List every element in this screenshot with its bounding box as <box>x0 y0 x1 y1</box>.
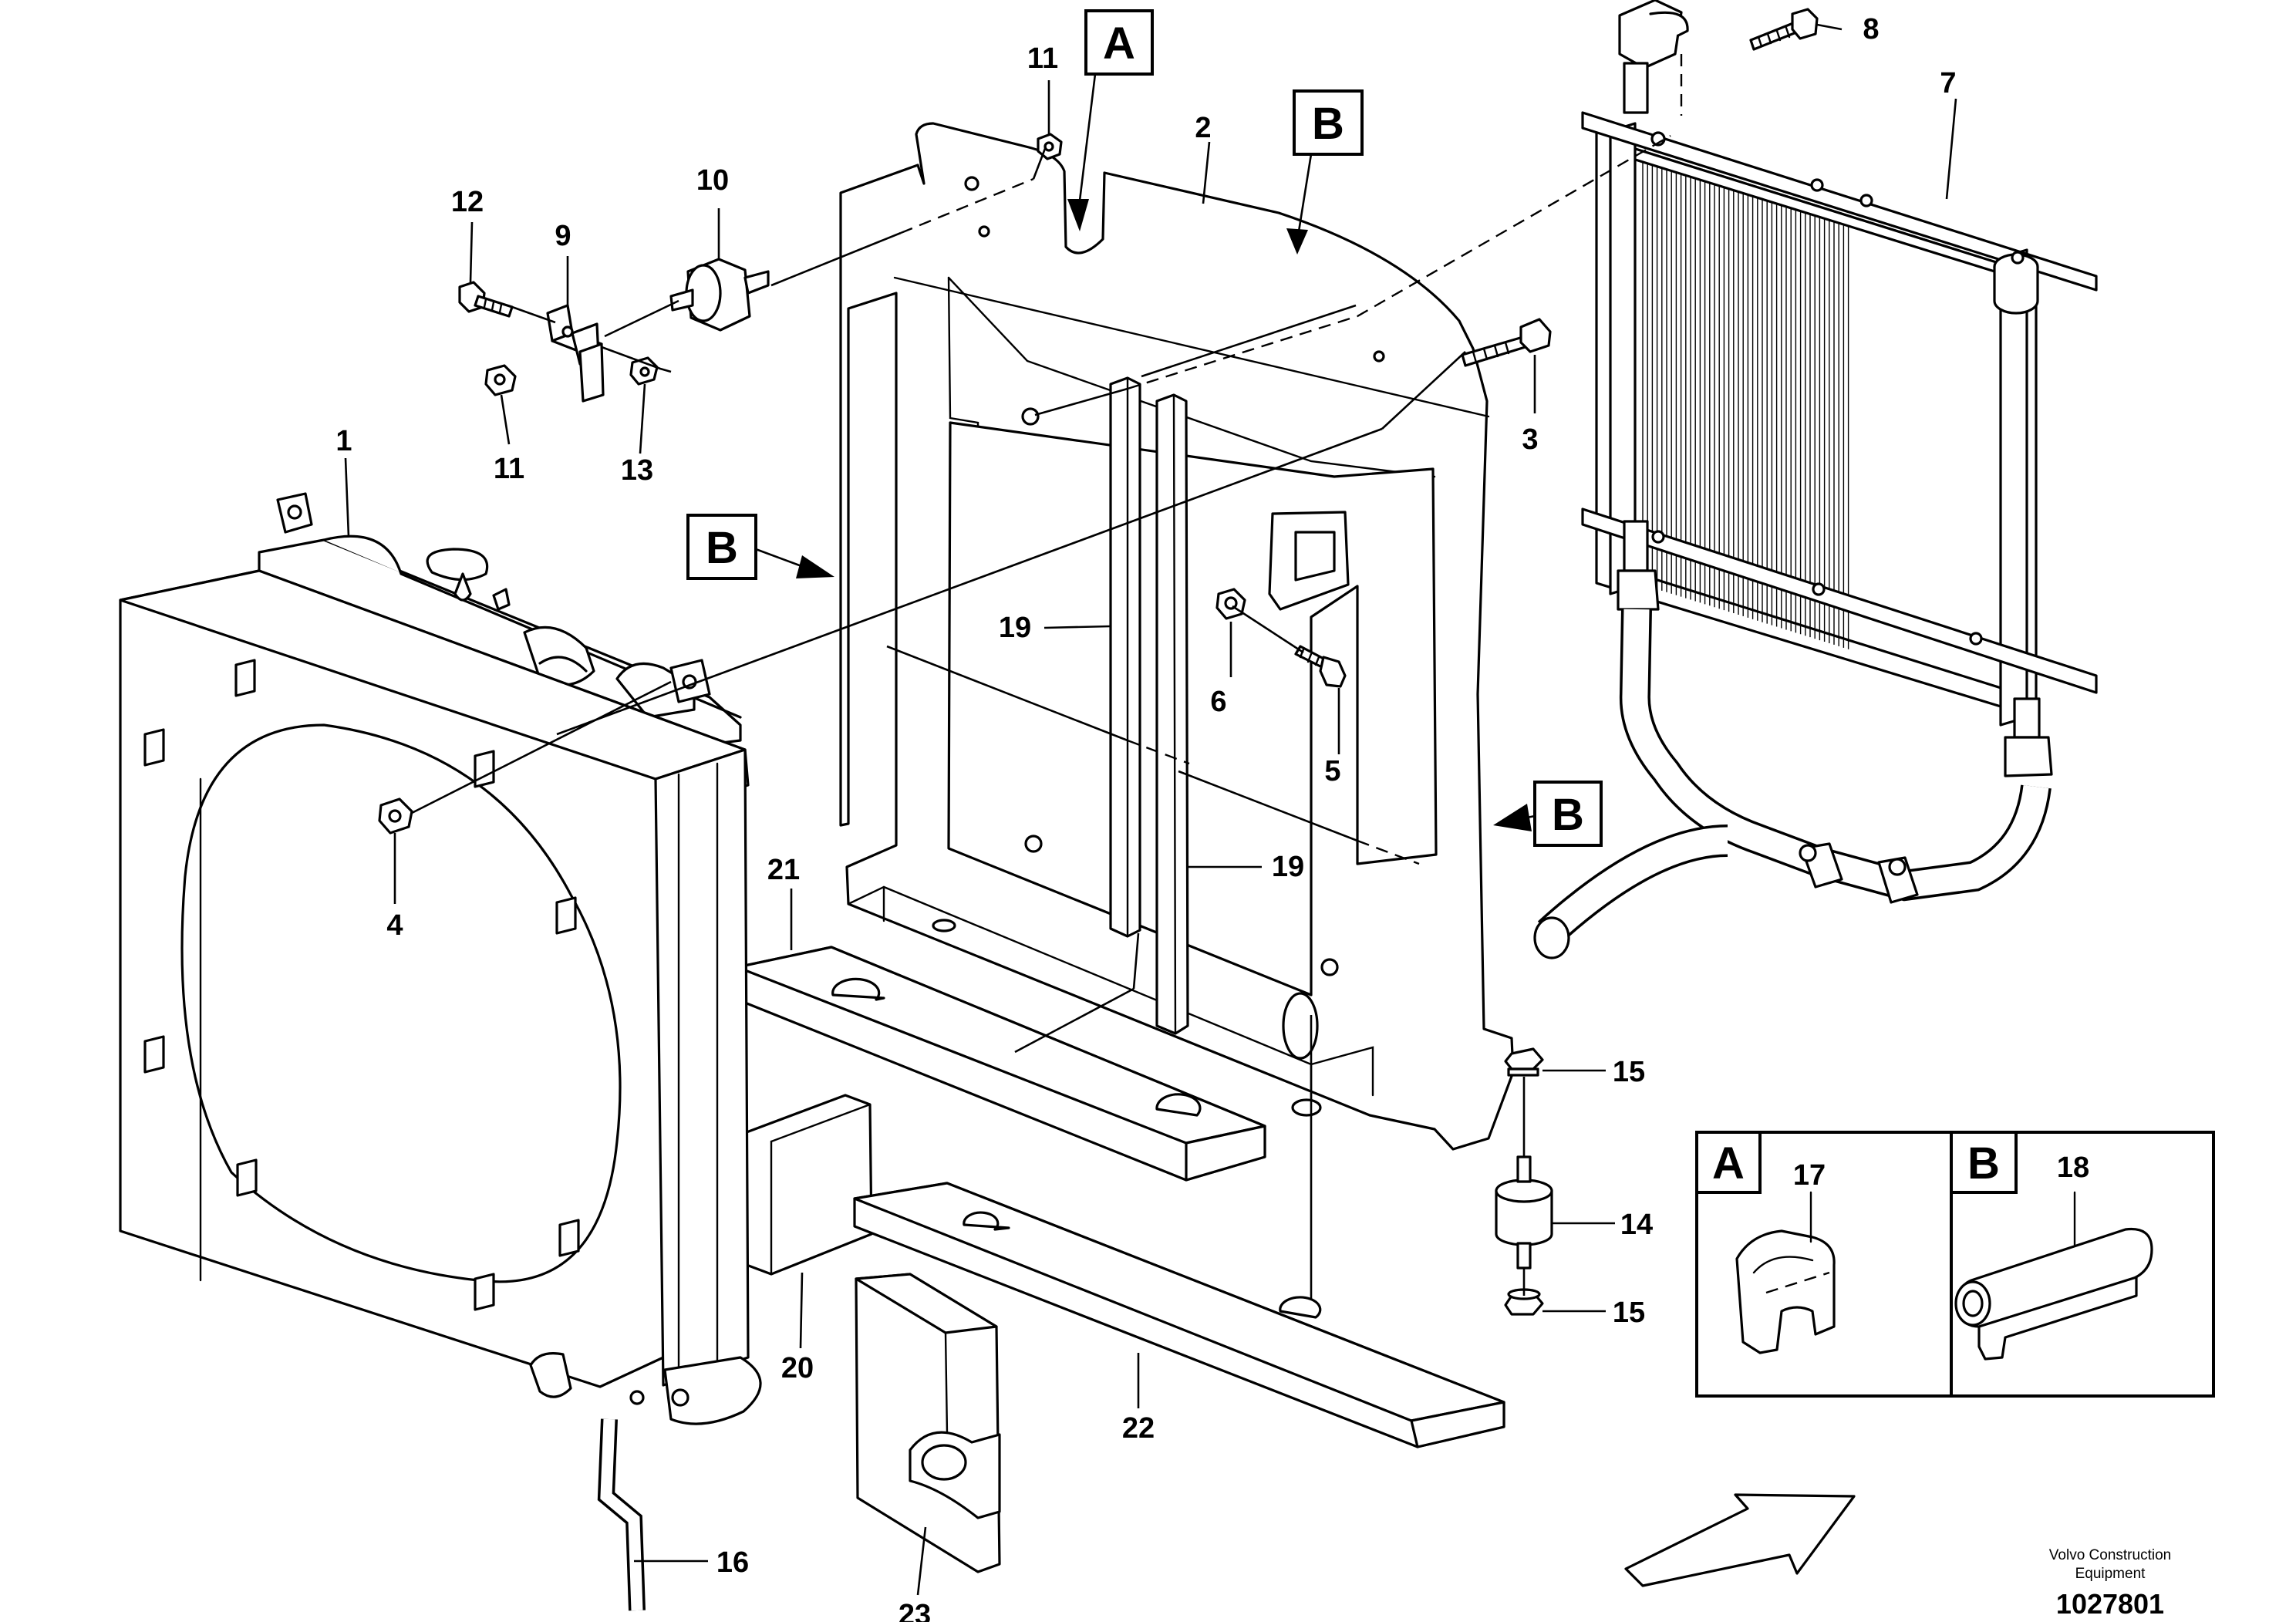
callout-22: 22 <box>1122 1412 1155 1445</box>
part-23-clamp-block <box>855 1273 1001 1573</box>
callout-numbers: 1 2 3 4 5 6 7 8 9 10 11 11 12 13 14 15 1… <box>335 13 2089 1622</box>
callout-2: 2 <box>1195 112 1211 144</box>
view-ref-b-detail: B <box>1950 1131 2018 1194</box>
svg-text:B: B <box>1552 790 1584 840</box>
detail-a-box <box>1695 1131 1953 1398</box>
view-ref-b-top: B <box>1286 89 1364 255</box>
callout-17: 17 <box>1793 1159 1826 1192</box>
connection-lines <box>411 134 1671 1299</box>
part-16-drain-hose <box>597 1418 646 1611</box>
view-ref-b-right: B <box>1493 781 1603 847</box>
callout-19-upper: 19 <box>999 612 1031 644</box>
callout-11-upper: 11 <box>1027 42 1058 75</box>
part-12-screw <box>458 281 514 318</box>
part-9-bracket <box>546 304 605 403</box>
callout-6: 6 <box>1210 686 1226 718</box>
view-ref-b-left: B <box>686 514 834 580</box>
callout-4: 4 <box>386 909 403 942</box>
callout-15-upper: 15 <box>1613 1056 1645 1088</box>
callout-9: 9 <box>555 220 571 252</box>
svg-text:B: B <box>706 523 738 573</box>
company-name-line1: Volvo Construction <box>2049 1547 2171 1563</box>
callout-5: 5 <box>1324 755 1340 787</box>
part-14-rubber-mount <box>1495 1155 1553 1270</box>
callout-21: 21 <box>767 854 800 886</box>
svg-text:B: B <box>1967 1138 2000 1189</box>
part-3-bolt <box>1461 318 1552 367</box>
part-22-bracket <box>853 1182 1505 1448</box>
part-10-rubber-bushing <box>669 258 770 332</box>
callout-8: 8 <box>1863 13 1879 46</box>
callout-12: 12 <box>451 186 484 218</box>
part-19-seal-strips <box>1109 376 1189 1035</box>
part-8-screw <box>1749 8 1819 51</box>
drawing-number: 1027801 <box>2056 1588 2164 1620</box>
callout-23: 23 <box>899 1599 931 1622</box>
cooler-hoses <box>1533 609 2052 959</box>
part-20-pad <box>745 1094 873 1276</box>
callout-7: 7 <box>1940 67 1956 99</box>
part-15-nuts <box>1504 1047 1544 1316</box>
callout-10: 10 <box>696 164 729 197</box>
callout-16: 16 <box>716 1546 749 1579</box>
outline-arrow-icon <box>1624 1493 1856 1587</box>
part-5-bolt <box>1294 645 1347 688</box>
view-ref-a-detail: A <box>1695 1131 1762 1194</box>
part-7-oil-cooler <box>1581 0 2098 777</box>
callout-3: 3 <box>1522 423 1538 456</box>
callout-20: 20 <box>781 1352 814 1384</box>
part-4-nut <box>378 798 413 835</box>
company-name-line2: Equipment <box>2075 1566 2146 1582</box>
svg-text:B: B <box>1312 99 1344 149</box>
svg-text:A: A <box>1712 1138 1745 1189</box>
callout-11-lower: 11 <box>494 453 524 485</box>
drawing-footer: Volvo Construction Equipment 1027801 <box>2049 1547 2171 1620</box>
part-11-nut-lower <box>484 364 517 396</box>
callout-14: 14 <box>1620 1209 1653 1241</box>
callout-19-lower: 19 <box>1272 851 1304 883</box>
part-1-radiator <box>119 492 762 1425</box>
callout-18: 18 <box>2057 1152 2089 1184</box>
view-ref-a-top: A <box>1067 9 1154 231</box>
callout-13: 13 <box>621 454 653 487</box>
callout-1: 1 <box>335 425 352 457</box>
callout-leaders <box>344 23 1957 1596</box>
callout-15-lower: 15 <box>1613 1297 1645 1329</box>
svg-text:A: A <box>1103 19 1135 69</box>
